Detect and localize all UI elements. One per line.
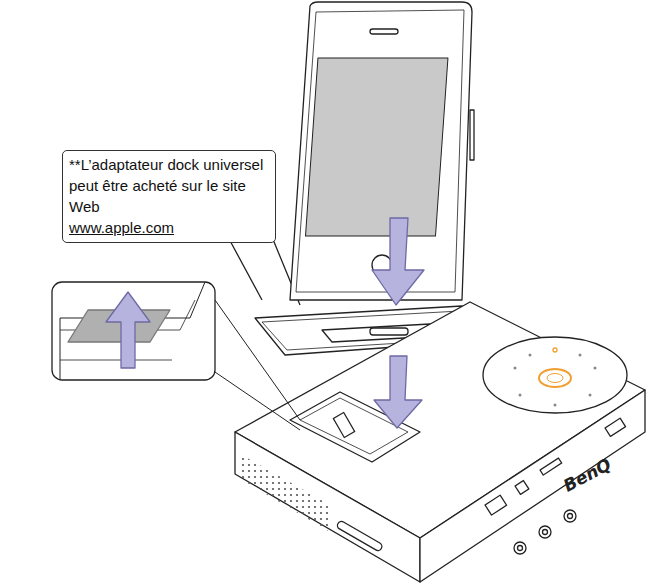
up-arrow (106, 292, 150, 368)
down-arrow (372, 218, 424, 305)
control-pad (483, 337, 627, 413)
phone (290, 2, 472, 300)
note-text: **L’adaptateur dock universel peut être … (69, 154, 269, 217)
down-arrow (374, 356, 422, 428)
web-link: www.apple.com (69, 217, 269, 238)
detail-inset (52, 282, 215, 380)
projector-top (235, 302, 645, 538)
callout-tail (228, 237, 300, 305)
phone-screen (305, 58, 447, 236)
callout-box: **L’adaptateur dock universel peut être … (62, 150, 276, 243)
projector-side (420, 390, 645, 582)
projector-front (235, 432, 420, 582)
